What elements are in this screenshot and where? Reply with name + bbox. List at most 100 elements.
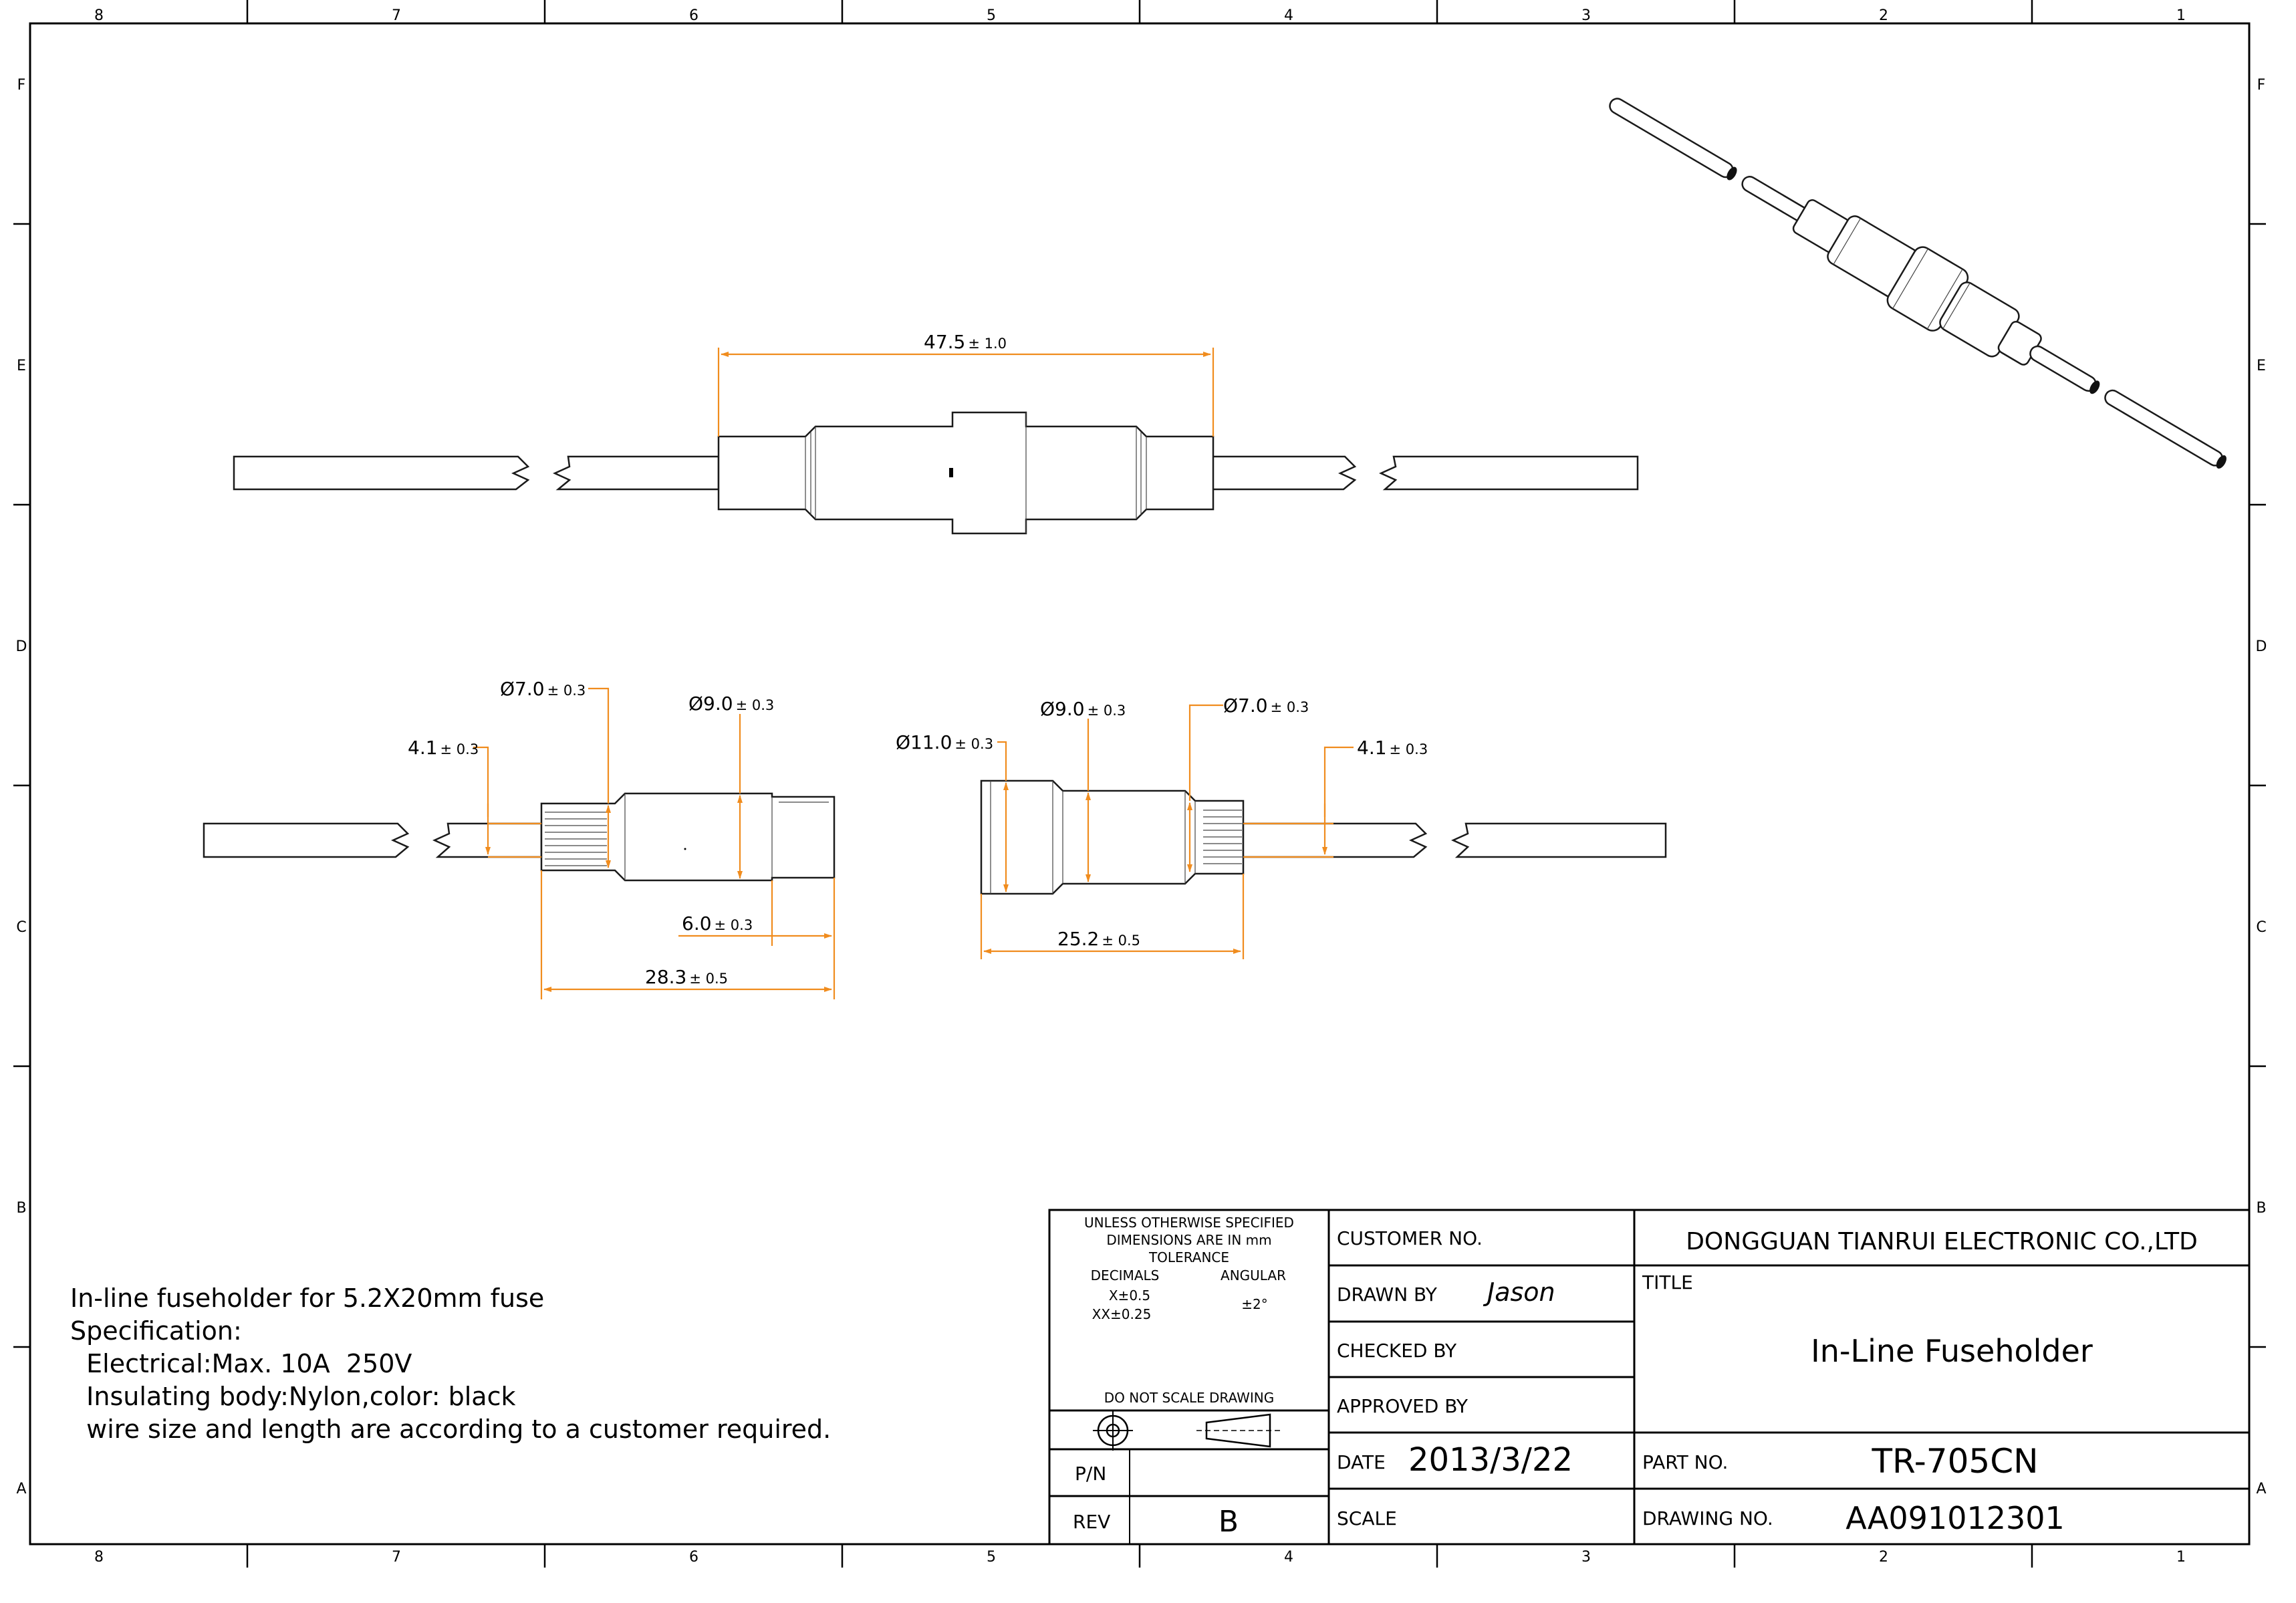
right-half-view [980,779,1667,895]
drawing-no-value: AA091012301 [1845,1500,2065,1536]
svg-text:Ø9.0± 0.3: Ø9.0± 0.3 [1040,698,1126,720]
left-wire-segment-inner [552,455,720,491]
dimension-tolerance: ± 1.0 [968,336,1007,352]
dimension-value: Ø7.0 [500,678,545,700]
svg-text:25.2± 0.5: 25.2± 0.5 [1057,928,1140,950]
svg-text:Ø7.0± 0.3: Ø7.0± 0.3 [1223,695,1309,717]
col-label-6: 6 [689,7,698,24]
row-ticks [13,223,2266,1348]
dimension-tolerance: ± 0.3 [1088,703,1126,719]
right-wire-segment-outer [1378,455,1639,491]
col-label-3: 3 [1581,1549,1591,1566]
row-labels-right: F E D C B A [2256,77,2267,1497]
svg-text:47.5± 1.0: 47.5± 1.0 [924,331,1007,353]
angular-label: ANGULAR [1221,1267,1286,1283]
col-label-7: 7 [392,7,401,24]
note-line-4: Insulating body:Nylon,color: black [70,1382,515,1411]
row-labels-left: F E D C B A [16,77,27,1497]
col-label-1: 1 [2176,7,2186,24]
left-half-dimensions: 4.1± 0.3 Ø7.0± 0.3 Ø9.0± 0.3 6.0± 0.3 28… [408,678,836,999]
dimension-value: 25.2 [1057,928,1099,950]
customer-no-label: CUSTOMER NO. [1337,1227,1483,1249]
left-grip-knurl [545,812,607,866]
left-half-grip [540,792,836,882]
date-label: DATE [1337,1451,1386,1473]
date-value: 2013/3/22 [1408,1441,1573,1479]
right-half-wire-outer [1450,822,1667,858]
column-ticks [246,0,2033,1568]
drawing-no-label: DRAWING NO. [1642,1507,1773,1529]
dimension-tolerance: ± 0.3 [1271,699,1309,715]
dimension-tolerance: ± 0.3 [547,683,586,699]
note-line-2: Specification: [70,1316,242,1346]
projection-symbol [1093,1410,1280,1451]
row-label-B: B [2256,1200,2266,1217]
column-labels-top: 8 7 6 5 4 3 2 1 [94,7,2186,24]
left-half-view [203,792,836,882]
col-label-7: 7 [392,1549,401,1566]
title-block: UNLESS OTHERWISE SPECIFIED DIMENSIONS AR… [1048,1209,2249,1544]
right-half-wire [1242,822,1428,858]
dimension-tolerance: ± 0.3 [954,736,993,752]
drawing-frame [13,0,2266,1568]
svg-text:Ø11.0± 0.3: Ø11.0± 0.3 [896,731,993,753]
svg-text:28.3± 0.5: 28.3± 0.5 [645,966,728,988]
left-half-wire [203,822,410,858]
decimal-x: X±0.5 [1109,1287,1150,1304]
dimension-tolerance: ± 0.3 [715,917,753,933]
svg-text:4.1± 0.3: 4.1± 0.3 [1357,737,1428,759]
row-label-A: A [16,1481,26,1497]
title-value: In-Line Fuseholder [1811,1333,2093,1369]
rev-label: REV [1073,1511,1110,1533]
col-label-8: 8 [94,7,104,24]
col-label-5: 5 [987,7,996,24]
row-label-A: A [2256,1481,2266,1497]
row-label-E: E [17,358,26,374]
title-label: TITLE [1642,1271,1693,1293]
row-label-C: C [2256,919,2266,936]
dimension-value: 4.1 [1357,737,1387,759]
assembled-fuseholder-view [233,411,1639,535]
dimension-value: Ø9.0 [1040,698,1085,720]
col-label-4: 4 [1284,1549,1293,1566]
dimension-tolerance: ± 0.5 [689,971,728,987]
svg-text:4.1± 0.3: 4.1± 0.3 [408,737,479,759]
part-no-value: TR-705CN [1871,1442,2038,1481]
part-no-label: PART NO. [1642,1451,1728,1473]
do-not-scale: DO NOT SCALE DRAWING [1104,1390,1274,1406]
svg-text:Ø9.0± 0.3: Ø9.0± 0.3 [688,693,774,715]
note-line-1: In-line fuseholder for 5.2X20mm fuse [70,1283,544,1313]
decimal-xx: XX±0.25 [1092,1306,1152,1322]
row-label-D: D [2256,638,2267,655]
dimension-tolerance: ± 0.3 [736,697,775,713]
pn-label: P/N [1075,1463,1106,1485]
dimension-tolerance: ± 0.3 [440,741,479,757]
dimension-value: Ø9.0 [688,693,733,715]
column-labels-bottom: 8 7 6 5 4 3 2 1 [94,1549,2186,1566]
drawn-by-label: DRAWN BY [1337,1283,1438,1306]
scale-label: SCALE [1337,1507,1397,1529]
left-wire-segment [233,455,530,491]
col-label-8: 8 [94,1549,104,1566]
row-label-C: C [16,919,26,936]
dimension-value: 6.0 [682,912,712,935]
note-line-5: wire size and length are according to a … [70,1414,831,1444]
dimension-value: 47.5 [924,331,965,353]
row-label-F: F [17,77,26,94]
angular-value: ±2° [1241,1296,1267,1312]
isometric-fuseholder-view [1609,98,2226,469]
dimension-value: 4.1 [408,737,438,759]
right-wire-segment [1208,455,1357,491]
row-label-F: F [2257,77,2266,94]
svg-text:6.0± 0.3: 6.0± 0.3 [682,912,753,935]
dimension-value: Ø11.0 [896,731,952,753]
tolerance-line-2: DIMENSIONS ARE IN mm [1106,1232,1271,1248]
rev-value: B [1219,1505,1239,1539]
note-line-3: Electrical:Max. 10A 250V [70,1349,412,1378]
dimension-tolerance: ± 0.5 [1102,933,1140,949]
tolerance-line-1: UNLESS OTHERWISE SPECIFIED [1084,1215,1294,1231]
col-label-2: 2 [1879,7,1888,24]
right-grip-knurl [1203,810,1242,864]
col-label-4: 4 [1284,7,1293,24]
